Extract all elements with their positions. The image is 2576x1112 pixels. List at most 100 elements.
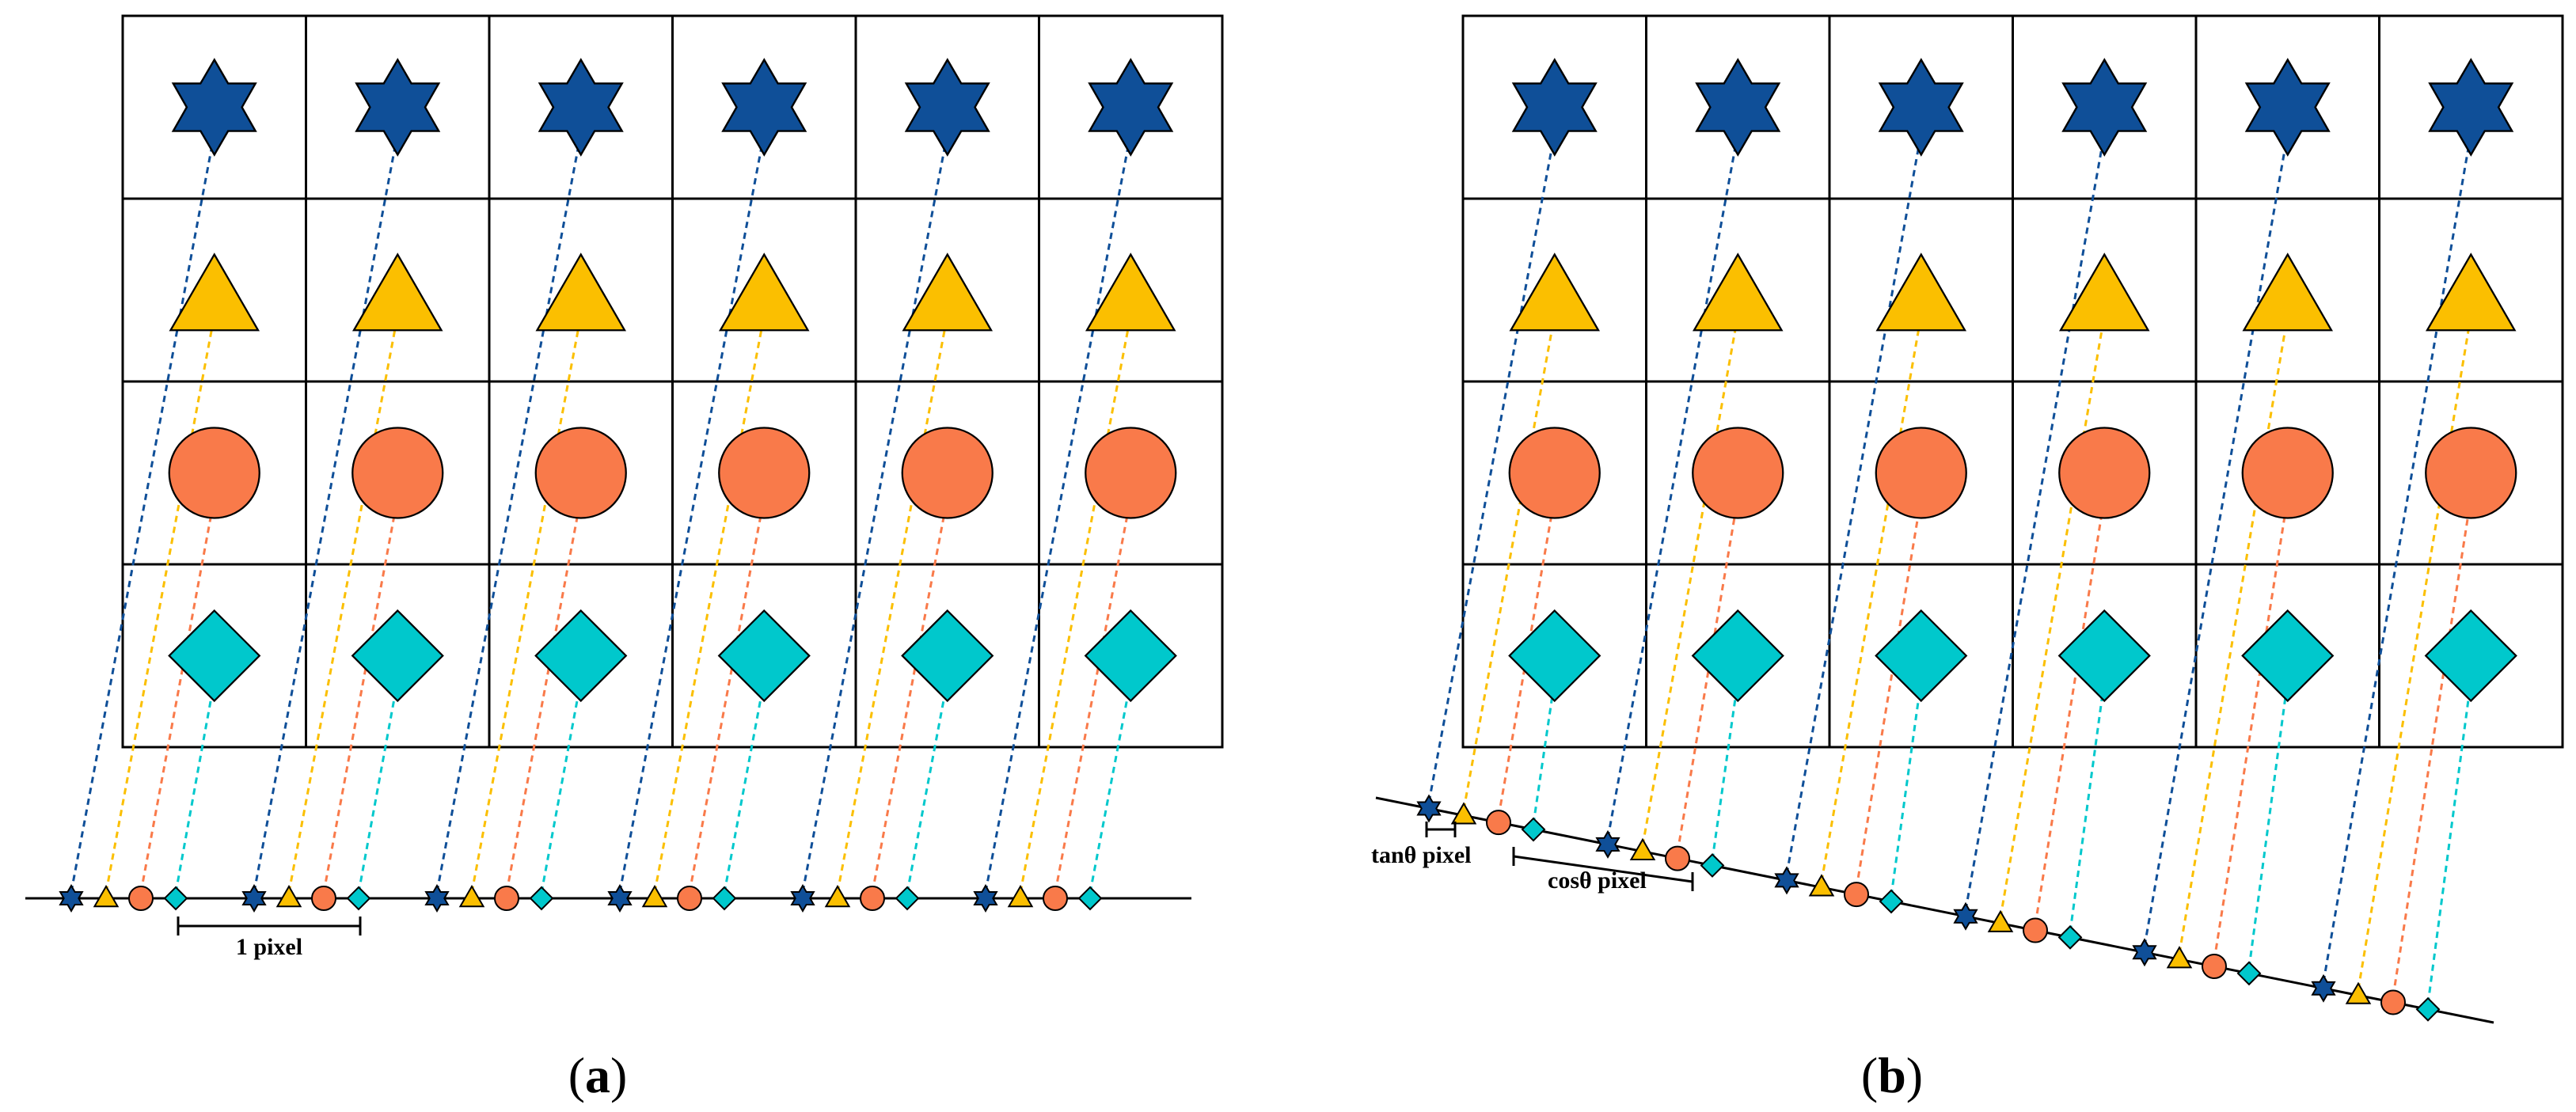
projection-ray: [357, 680, 399, 894]
diamond-icon: [2424, 609, 2517, 703]
triangle-icon: [2166, 946, 2193, 969]
circle-icon: [2241, 427, 2334, 519]
star-icon: [538, 58, 624, 157]
diamond-icon: [1700, 853, 1725, 878]
star-icon: [1878, 58, 1964, 157]
panel-b: [1375, 14, 2564, 1024]
projection-ray: [1462, 315, 1556, 810]
triangle-icon: [535, 252, 627, 332]
projection-ray: [836, 315, 949, 893]
star-icon: [721, 58, 807, 157]
diamond-icon: [163, 886, 188, 911]
circle-icon: [2023, 917, 2048, 943]
star-icon: [2311, 973, 2336, 1003]
circle-icon: [351, 427, 444, 519]
projection-ray: [2426, 680, 2472, 1004]
projection-ray: [2143, 133, 2289, 947]
circle-icon: [901, 427, 994, 519]
projection-ray: [1676, 497, 1739, 853]
star-icon: [790, 883, 815, 913]
projection-ray: [322, 497, 399, 893]
projection-ray: [723, 680, 766, 894]
star-icon: [2428, 58, 2514, 157]
projection-ray: [174, 680, 216, 894]
triangle-icon: [458, 885, 485, 908]
circle-icon: [1486, 810, 1511, 836]
projection-ray: [1820, 315, 1923, 882]
projection-ray: [1019, 315, 1132, 893]
diamond-icon: [534, 609, 628, 703]
circle-icon: [1692, 427, 1784, 519]
diamond-icon: [717, 609, 811, 703]
circle-icon: [494, 886, 519, 911]
diamond-icon: [2241, 609, 2335, 703]
circle-icon: [1875, 427, 1967, 519]
star-icon: [1953, 901, 1978, 931]
diamond-icon: [1879, 889, 1904, 914]
diamond-icon: [895, 886, 920, 911]
triangle-icon: [1450, 802, 1477, 825]
diamond-icon: [2057, 924, 2083, 950]
circle-icon: [1043, 886, 1068, 911]
star-icon: [1088, 58, 1174, 157]
circle-icon: [1844, 882, 1869, 908]
circle-icon: [2425, 427, 2517, 519]
star-icon: [171, 58, 257, 157]
diamond-icon: [2415, 996, 2441, 1022]
diamond-icon: [346, 886, 371, 911]
star-icon: [1695, 58, 1781, 157]
projection-baseline: [1375, 796, 2494, 1024]
triangle-icon: [2345, 981, 2372, 1004]
projection-ray: [2357, 315, 2472, 990]
projection-ray: [1964, 133, 2106, 911]
circle-icon: [1665, 845, 1690, 871]
diamond-icon: [351, 609, 444, 703]
projection-ray: [653, 315, 766, 893]
diamond-icon: [712, 886, 737, 911]
triangle-icon: [169, 252, 260, 332]
circle-icon: [718, 427, 811, 519]
triangle-icon: [93, 885, 120, 908]
projection-ray: [984, 133, 1132, 893]
projection-ray: [2247, 680, 2289, 969]
projection-ray: [2213, 497, 2289, 961]
triangle-icon: [2058, 252, 2150, 332]
diamond-icon: [168, 609, 261, 703]
triangle-icon: [1692, 252, 1784, 332]
triangle-icon: [1808, 874, 1835, 897]
circle-icon: [128, 886, 154, 911]
circle-icon: [2380, 989, 2406, 1015]
one-pixel-dimension: 1 pixel: [177, 917, 362, 960]
projection-ray: [1999, 315, 2106, 918]
projection-ray: [1532, 680, 1556, 825]
star-icon: [241, 883, 267, 913]
circle-icon: [168, 427, 260, 519]
projection-ray: [104, 315, 216, 893]
star-icon: [2132, 938, 2157, 967]
triangle-icon: [1007, 885, 1034, 908]
diamond-icon: [2057, 609, 2151, 703]
triangle-icon: [351, 252, 443, 332]
projection-ray: [253, 133, 399, 893]
circle-icon: [534, 427, 627, 519]
panel-a: [25, 14, 1224, 913]
projection-ray: [801, 133, 949, 893]
triangle-icon: [1085, 252, 1176, 332]
projection-ray: [1711, 680, 1739, 860]
projection-ray: [1089, 680, 1132, 894]
diamond-icon: [901, 609, 994, 703]
circle-icon: [311, 886, 336, 911]
circle-icon: [2058, 427, 2151, 519]
circle-icon: [1508, 427, 1601, 519]
diamond-icon: [529, 886, 554, 911]
triangle-icon: [1987, 909, 2014, 932]
circle-icon: [1085, 427, 1177, 519]
projection-ray: [1606, 133, 1739, 839]
triangle-icon: [2425, 252, 2517, 332]
cos-theta-label: cosθ pixel: [1548, 867, 1647, 894]
diamond-icon: [1875, 609, 1968, 703]
star-icon: [2061, 58, 2148, 157]
panel-a-label: (a): [568, 1047, 628, 1103]
projection-ray: [1054, 497, 1132, 893]
diamond-icon: [1521, 817, 1546, 842]
